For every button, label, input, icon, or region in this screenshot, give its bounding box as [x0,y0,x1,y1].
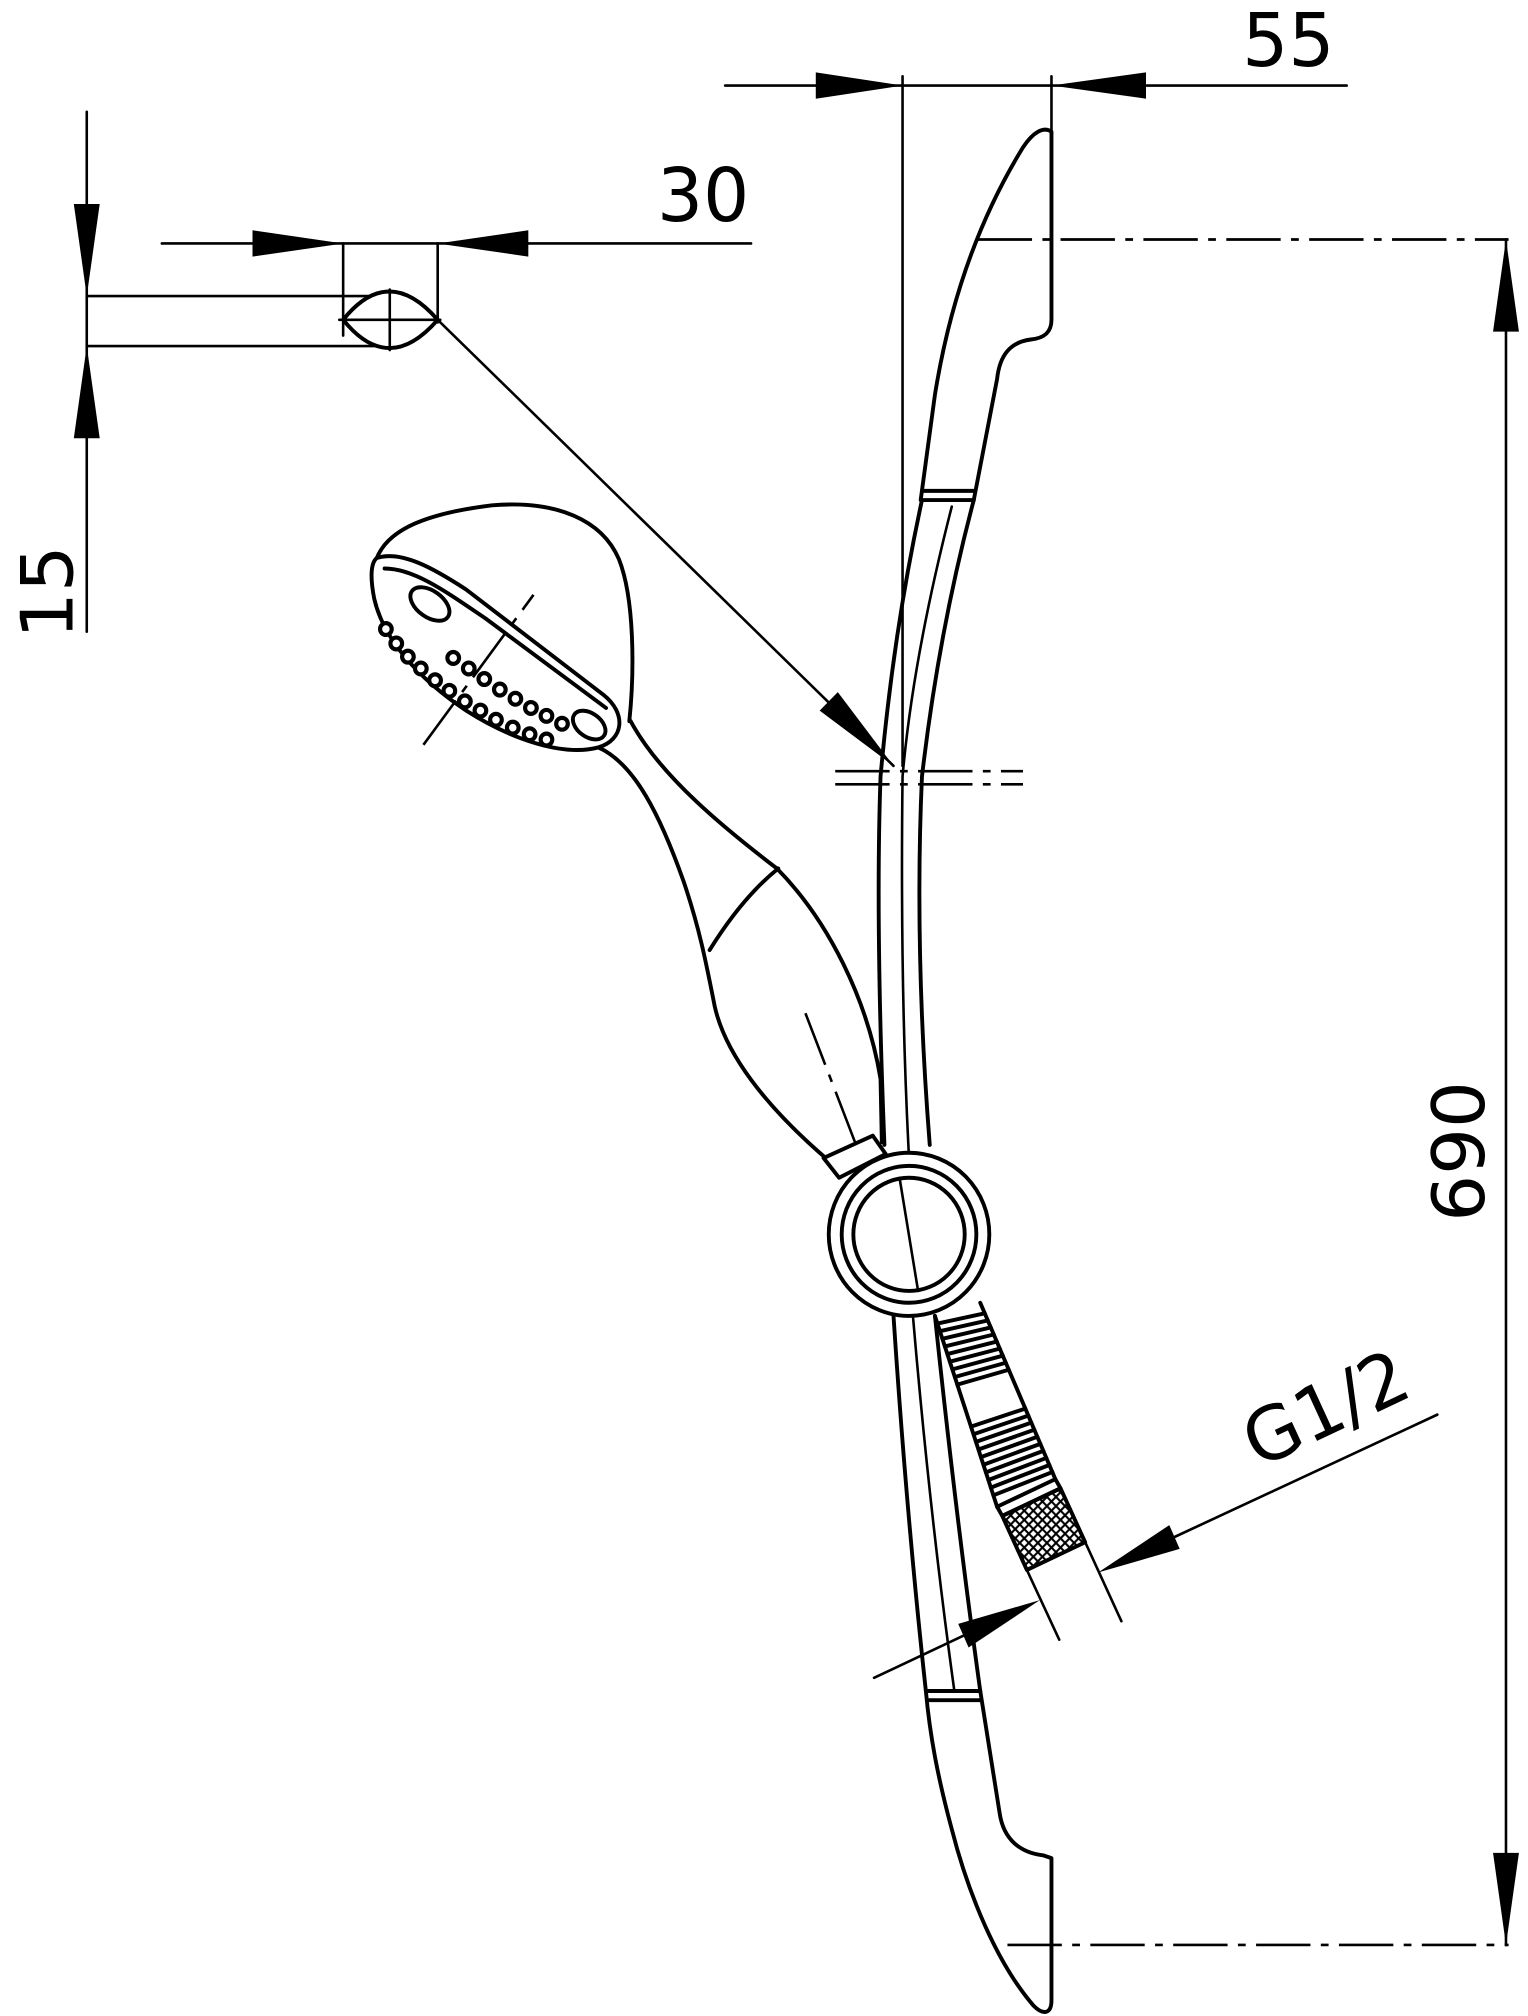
handle-edge [775,866,884,1145]
rail-tube-edge [891,1313,928,1693]
hose-rib [969,1406,1028,1429]
arrowhead [437,230,529,257]
hose-rib [976,1427,1037,1452]
rail-cross-section [337,288,895,768]
spray-nozzle [507,690,524,707]
hose-rib [952,1360,1008,1379]
rail-top-bracket [918,127,1054,503]
spray-nozzle [445,649,462,666]
hose-rib [942,1332,996,1349]
spray-nozzle [476,670,493,688]
spray-nozzle [472,702,489,719]
arrowhead [815,72,903,99]
slide-rail [835,127,1054,2014]
face-plate-rim [382,566,608,710]
rail-tube-edge [876,498,924,1147]
arrowhead [73,346,100,439]
shower-head-dome [374,502,635,724]
hose-rib [978,1434,1040,1460]
spray-nozzle [538,707,555,724]
arrowhead [1098,1525,1180,1573]
hose-rib [947,1346,1002,1364]
hose-rib [991,1470,1055,1498]
dimension-line [1173,1413,1439,1539]
spray-nozzle [441,682,458,699]
hose-rib [981,1441,1043,1467]
arrowhead [252,230,344,257]
handle-edge [596,745,831,1163]
dimension-label: 15 [6,545,90,639]
spray-nozzle [377,620,394,638]
dimension-line [872,1634,965,1680]
spray-nozzle [488,711,504,728]
shower-hose [932,1300,1088,1572]
dimension-label: G1/2 [1230,1333,1422,1485]
hose-rib [945,1339,999,1357]
spray-nozzle [456,693,473,710]
arrowhead [1493,1852,1519,1945]
rail-tube-edge [917,498,976,1147]
spray-nozzle [504,719,521,736]
hose-rib [971,1413,1031,1437]
dimension-15: 15 [6,110,390,639]
head-center-line [422,594,535,746]
extension-line [1025,1568,1061,1641]
hose-rib [955,1367,1011,1387]
spray-nozzles [377,620,570,748]
dimension-label: 690 [1418,1081,1502,1222]
spray-nozzle [554,715,570,732]
dimension-label: 55 [1242,0,1334,84]
rail-tube-inner-line [900,505,954,1160]
hose-rib [935,1311,987,1326]
face-plate-hole [570,708,608,742]
hose-rib [937,1318,990,1334]
dimension-30: 30 [160,154,753,337]
handle-edge [628,719,779,871]
spray-nozzle [460,660,477,677]
spray-nozzle [399,648,416,665]
extension-line [1059,1486,1123,1623]
arrowhead [1051,72,1146,99]
arrowhead [958,1600,1040,1648]
slider-inner-ring [851,1175,967,1293]
hose-rib [986,1455,1049,1482]
slider-middle-ring [839,1163,979,1305]
arrowhead [1493,239,1519,332]
arrowhead [819,692,894,766]
handle-grip-division [707,866,781,953]
spray-nozzle [538,731,555,748]
face-plate-hole [408,585,452,623]
hose-rib [950,1353,1005,1372]
spray-nozzle [523,699,539,716]
hand-shower [369,502,916,1297]
hose-rib [983,1448,1046,1475]
dimension-55: 55 [723,0,1349,768]
spray-nozzle [521,726,538,743]
rail-slider [826,1150,992,1318]
dimension-690: 690 [977,238,1519,1947]
hose-rib [940,1325,993,1341]
dimension-label: 30 [657,154,749,240]
spray-nozzle [427,672,443,689]
slider-axis-line [898,1179,920,1293]
hose-rib [974,1420,1034,1444]
section-leader-line [436,318,895,768]
hose-rib [988,1463,1052,1490]
hose-ribs [935,1311,1055,1498]
section-center-line [337,288,442,352]
rail-bottom-bracket [923,1688,1054,2014]
spray-nozzle [412,660,429,677]
handle-collar [821,1133,888,1180]
spray-nozzle [388,635,405,652]
spray-nozzle [491,681,508,698]
arrowhead [73,203,100,297]
